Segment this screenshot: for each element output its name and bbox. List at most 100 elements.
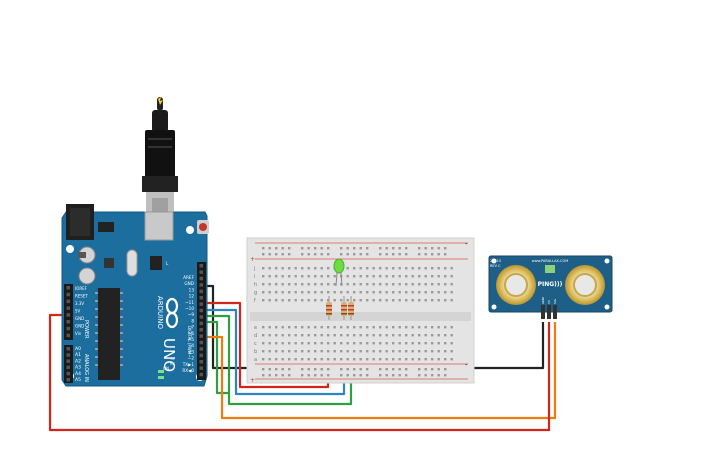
breadboard-hole[interactable] [398,267,401,270]
rail-hole[interactable] [385,374,388,377]
rail-hole[interactable] [346,374,349,377]
breadboard-hole[interactable] [327,350,330,353]
breadboard-hole[interactable] [314,326,317,329]
breadboard-hole[interactable] [353,283,356,286]
header-pin[interactable] [66,286,71,290]
rail-hole[interactable] [288,247,291,250]
breadboard-hole[interactable] [294,350,297,353]
breadboard-hole[interactable] [359,299,362,302]
rail-hole[interactable] [320,247,323,250]
breadboard-hole[interactable] [392,326,395,329]
breadboard-hole[interactable] [333,283,336,286]
header-pin[interactable] [199,340,204,345]
breadboard-hole[interactable] [268,267,271,270]
breadboard-hole[interactable] [392,358,395,361]
breadboard-hole[interactable] [379,291,382,294]
header-pin[interactable] [66,333,71,338]
breadboard-hole[interactable] [405,350,408,353]
header-pin[interactable] [199,321,204,326]
breadboard-hole[interactable] [268,342,271,345]
breadboard-hole[interactable] [301,350,304,353]
breadboard-hole[interactable] [307,283,310,286]
rail-hole[interactable] [437,374,440,377]
header-pin[interactable] [199,353,204,358]
breadboard-hole[interactable] [262,299,265,302]
breadboard-hole[interactable] [346,299,349,302]
breadboard-hole[interactable] [275,275,278,278]
breadboard-hole[interactable] [385,358,388,361]
rail-hole[interactable] [353,368,356,371]
breadboard-hole[interactable] [366,334,369,337]
breadboard-hole[interactable] [398,358,401,361]
breadboard-hole[interactable] [366,326,369,329]
rail-hole[interactable] [281,374,284,377]
breadboard-hole[interactable] [288,299,291,302]
breadboard-hole[interactable] [314,283,317,286]
breadboard-hole[interactable] [262,267,265,270]
breadboard-hole[interactable] [405,342,408,345]
breadboard-hole[interactable] [281,291,284,294]
rail-hole[interactable] [262,253,265,256]
breadboard-hole[interactable] [444,358,447,361]
rail-hole[interactable] [444,368,447,371]
breadboard-hole[interactable] [411,291,414,294]
breadboard-hole[interactable] [418,275,421,278]
rail-hole[interactable] [437,368,440,371]
rail-hole[interactable] [424,374,427,377]
breadboard-hole[interactable] [294,275,297,278]
rail-hole[interactable] [340,374,343,377]
breadboard-hole[interactable] [398,350,401,353]
breadboard-hole[interactable] [431,326,434,329]
breadboard-hole[interactable] [353,358,356,361]
breadboard-hole[interactable] [327,267,330,270]
breadboard-hole[interactable] [418,342,421,345]
rail-hole[interactable] [327,247,330,250]
breadboard-hole[interactable] [327,299,330,302]
breadboard-hole[interactable] [444,342,447,345]
rail-hole[interactable] [353,247,356,250]
breadboard-hole[interactable] [411,350,414,353]
breadboard-hole[interactable] [411,283,414,286]
breadboard-hole[interactable] [379,334,382,337]
breadboard-hole[interactable] [437,299,440,302]
breadboard-hole[interactable] [379,350,382,353]
rail-hole[interactable] [379,374,382,377]
breadboard-hole[interactable] [281,342,284,345]
breadboard-hole[interactable] [437,342,440,345]
rail-hole[interactable] [346,247,349,250]
header-pin[interactable] [199,276,204,281]
breadboard-hole[interactable] [346,358,349,361]
breadboard-hole[interactable] [333,275,336,278]
breadboard-hole[interactable] [424,275,427,278]
breadboard-hole[interactable] [398,283,401,286]
breadboard-hole[interactable] [320,358,323,361]
breadboard-hole[interactable] [385,299,388,302]
breadboard-hole[interactable] [411,267,414,270]
rail-hole[interactable] [359,374,362,377]
rail-hole[interactable] [275,253,278,256]
breadboard-hole[interactable] [385,350,388,353]
breadboard-hole[interactable] [437,358,440,361]
breadboard-hole[interactable] [346,350,349,353]
breadboard-hole[interactable] [372,326,375,329]
breadboard-hole[interactable] [359,291,362,294]
breadboard-hole[interactable] [288,267,291,270]
breadboard-hole[interactable] [372,350,375,353]
rail-hole[interactable] [392,374,395,377]
breadboard-hole[interactable] [418,267,421,270]
breadboard-hole[interactable] [333,358,336,361]
rail-hole[interactable] [437,247,440,250]
breadboard-hole[interactable] [372,334,375,337]
header-pin[interactable] [199,302,204,306]
breadboard-hole[interactable] [424,267,427,270]
breadboard-hole[interactable] [392,299,395,302]
breadboard-hole[interactable] [346,326,349,329]
breadboard-hole[interactable] [379,358,382,361]
breadboard-hole[interactable] [392,342,395,345]
rail-hole[interactable] [437,253,440,256]
breadboard-hole[interactable] [379,283,382,286]
rail-hole[interactable] [418,247,421,250]
breadboard-hole[interactable] [301,283,304,286]
rail-hole[interactable] [424,368,427,371]
breadboard-hole[interactable] [437,283,440,286]
